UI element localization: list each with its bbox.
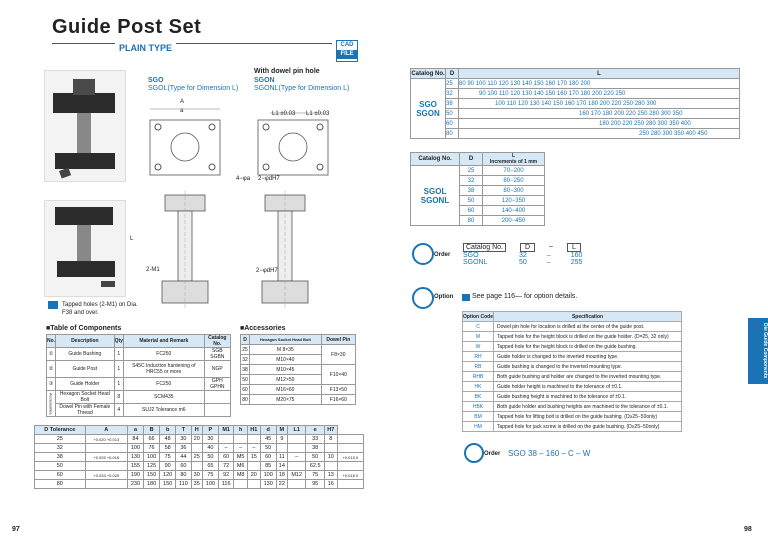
accessories-heading: ■Accessories [240, 325, 286, 332]
dim-H: 2−φdH7 [256, 268, 278, 274]
dim-M1: 2-M1 [146, 267, 160, 273]
option-label: Option [434, 294, 454, 300]
page-number-right: 98 [744, 526, 752, 533]
dim-L: L [130, 236, 134, 242]
dim-A: A [180, 99, 185, 105]
title-rule [52, 43, 332, 44]
order-example: SGO 38 – 160 – C – W [508, 449, 591, 458]
type-label-sgonl: SGONL(Type for Dimension L) [254, 85, 350, 92]
subtitle: PLAIN TYPE [115, 43, 177, 53]
type-label-sgon: SGON [254, 77, 275, 84]
reference-icon [462, 294, 470, 301]
phone-icon [464, 443, 484, 463]
technical-drawing [149, 108, 329, 310]
page-number-left: 97 [12, 526, 20, 533]
components-heading: ■Table of Components [46, 325, 122, 332]
phone-icon [412, 243, 434, 265]
type-label-sgo: SGO [148, 77, 164, 84]
page-title: Guide Post Set [52, 16, 202, 38]
order-label: Order [434, 252, 451, 258]
dowel-heading: With dowel pin hole [254, 68, 320, 75]
note-icon [48, 301, 58, 309]
option-icon [412, 287, 434, 309]
product-photo-sgon [44, 200, 126, 297]
section-tab[interactable]: Die Guide Components [748, 318, 768, 384]
order-label: Order [484, 451, 501, 457]
option-note: See page 116— for option details. [472, 293, 578, 300]
dim-a: a [180, 108, 184, 114]
type-label-sgol: SGOL(Type for Dimension L) [148, 85, 239, 92]
product-photo-sgo [44, 70, 126, 182]
components-table: No. Description Qty Material and Remark … [45, 334, 232, 417]
dim-hole: 4−φa [236, 176, 251, 182]
dim-L1-right: L1 ±0.03 [306, 111, 330, 117]
tapped-note: Tapped holes (2-M1) on Dia. F38 and over… [62, 302, 138, 316]
cad-file-icon[interactable]: CAD FILE [336, 40, 358, 62]
dim-pin: 2−φdH7 [258, 176, 280, 182]
dim-L1-left: L1 ±0.03 [272, 111, 296, 117]
